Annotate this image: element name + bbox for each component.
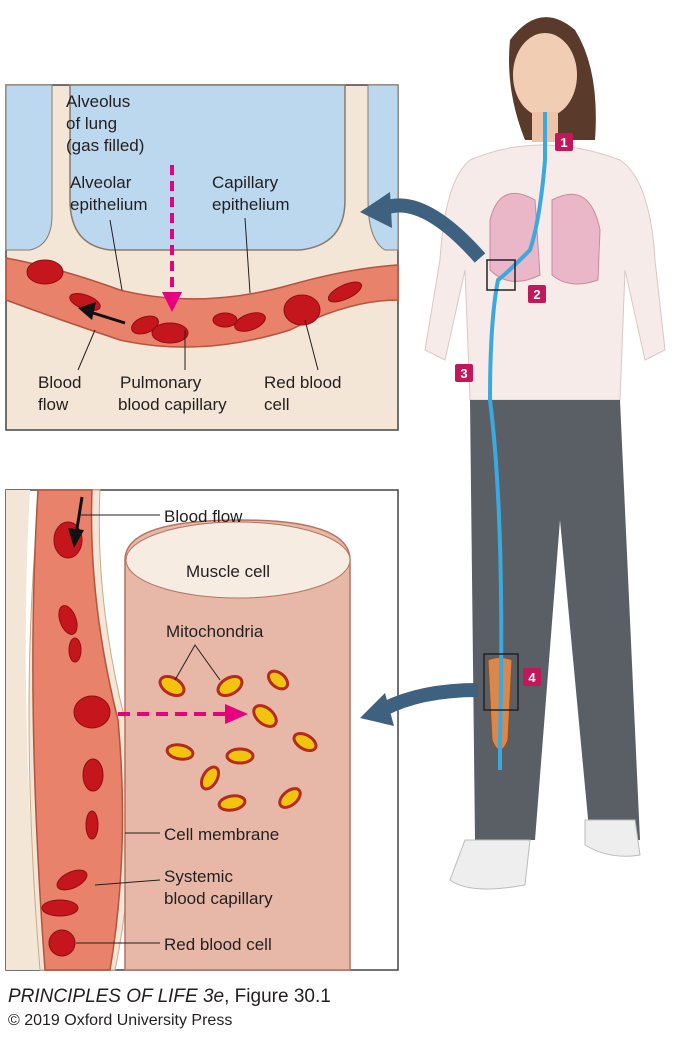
figure-caption: PRINCIPLES OF LIFE 3e, Figure 30.1 <box>8 986 331 1008</box>
muscle-cell <box>124 519 351 971</box>
head <box>513 33 577 117</box>
callout-arrow-muscle <box>378 683 479 717</box>
step-3-badge: 3 <box>460 366 467 381</box>
label-red-blood-cell: Red blood <box>264 373 342 392</box>
muscle-panel: Blood flow Muscle cell Mitochondria Cell… <box>5 489 399 971</box>
label-mitochondria: Mitochondria <box>166 622 264 641</box>
step-1-badge: 1 <box>560 135 567 150</box>
label-red-blood-cell: Red blood cell <box>164 935 272 954</box>
step-4-badge: 4 <box>528 670 536 685</box>
blood-flow-arrow <box>74 496 84 536</box>
copyright: © 2019 Oxford University Press <box>8 1012 233 1029</box>
muscle-zoom-box <box>483 653 519 711</box>
jeans <box>470 400 640 840</box>
oxygen-pathway <box>487 112 547 770</box>
label-cell-membrane: Cell membrane <box>164 825 279 844</box>
label-alveolus: Alveolus <box>66 92 130 111</box>
label-capillary-epithelium: Capillary <box>212 173 279 192</box>
lung-zoom-box <box>486 259 516 291</box>
label-pulmonary-capillary: Pulmonary <box>120 373 202 392</box>
label-systemic-capillary: Systemic <box>164 867 233 886</box>
red-blood-cell <box>26 259 64 285</box>
red-blood-cell <box>283 294 321 326</box>
figure-number: , Figure 30.1 <box>224 986 331 1007</box>
shoe <box>449 839 531 890</box>
alveolus <box>69 84 346 251</box>
label-muscle-cell: Muscle cell <box>186 562 270 581</box>
blood-flow-arrow <box>89 310 126 325</box>
label-alveolar-epithelium: Alveolar <box>70 173 132 192</box>
person-illustration: 1 2 3 4 <box>360 17 666 890</box>
label-blood-flow: Blood flow <box>164 507 243 526</box>
label-blood-flow: Blood <box>38 373 81 392</box>
step-badges: 1 2 3 4 <box>455 133 573 686</box>
shirt <box>424 144 666 401</box>
step-2-badge: 2 <box>533 287 540 302</box>
systemic-capillary <box>32 489 124 971</box>
book-title: PRINCIPLES OF LIFE 3e <box>8 986 225 1007</box>
